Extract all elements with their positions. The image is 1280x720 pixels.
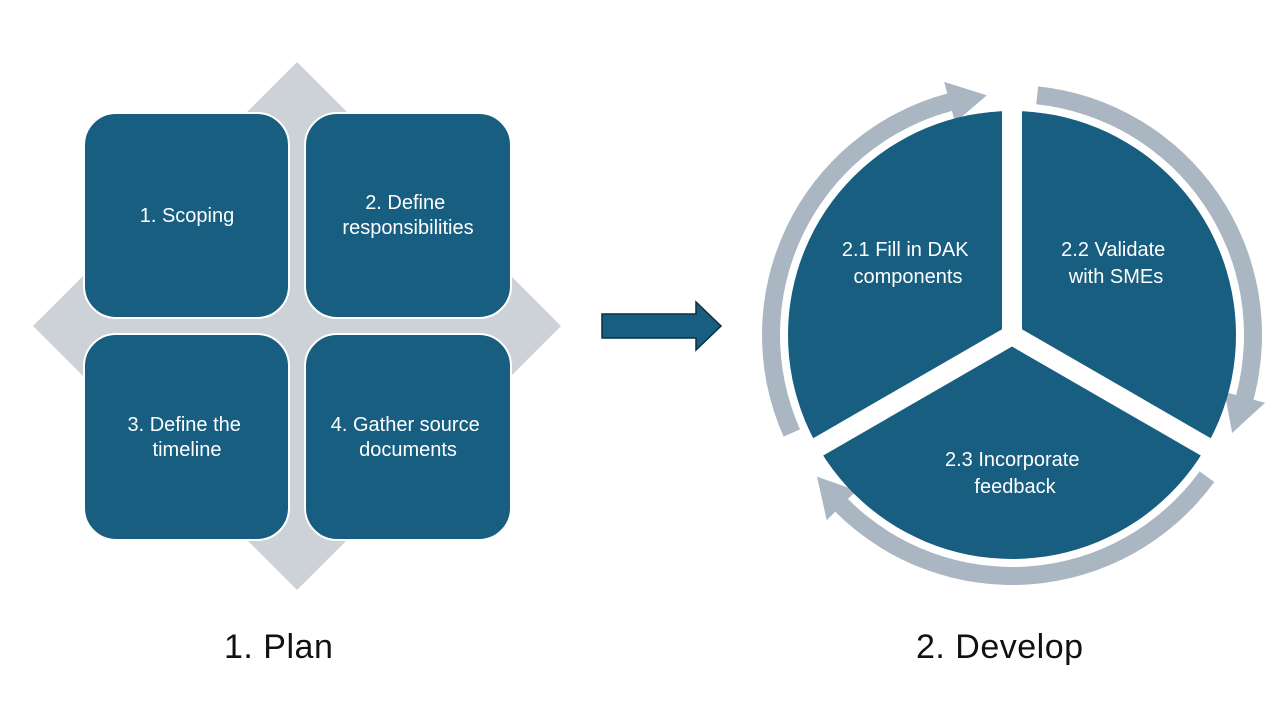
cycle-separator-1 xyxy=(1002,75,1022,335)
cycle-arrow-segment-3 xyxy=(762,81,987,437)
develop-step-3-text: 2.3 Incorporate feedback xyxy=(945,449,1085,498)
plan-step-box-4 xyxy=(304,333,512,541)
plan-step-1-text: 1. Scoping xyxy=(140,205,235,227)
plan-step-3-text: 3. Define the timeline xyxy=(128,414,247,461)
plan-step-4-text: 4. Gather source documents xyxy=(331,414,486,461)
plan-matrix: 1. Scoping 2. Define responsibilities 3.… xyxy=(33,62,561,590)
develop-cycle: 2.1 Fill in DAK components 2.2 Validate … xyxy=(762,75,1266,586)
develop-step-2-text: 2.2 Validate with SMEs xyxy=(1061,239,1171,288)
cycle-pie xyxy=(781,75,1243,559)
cycle-ring xyxy=(762,81,1266,586)
right-arrow-icon xyxy=(601,300,723,352)
develop-step-1-text: 2.1 Fill in DAK components xyxy=(842,239,974,288)
plan-step-2-text: 2. Define responsibilities xyxy=(342,192,473,239)
develop-phase-label: 2. Develop xyxy=(916,628,1084,666)
plan-step-box-2 xyxy=(304,112,512,319)
cycle-arrow-segment-1 xyxy=(1036,86,1266,434)
plan-phase-label: 1. Plan xyxy=(224,628,334,666)
cycle-separator-2 xyxy=(1007,326,1243,474)
plan-step-box-3 xyxy=(83,333,290,541)
cycle-separator-3 xyxy=(781,326,1017,474)
cycle-arrow-segment-2 xyxy=(817,471,1215,586)
plan-step-box-1 xyxy=(83,112,290,319)
